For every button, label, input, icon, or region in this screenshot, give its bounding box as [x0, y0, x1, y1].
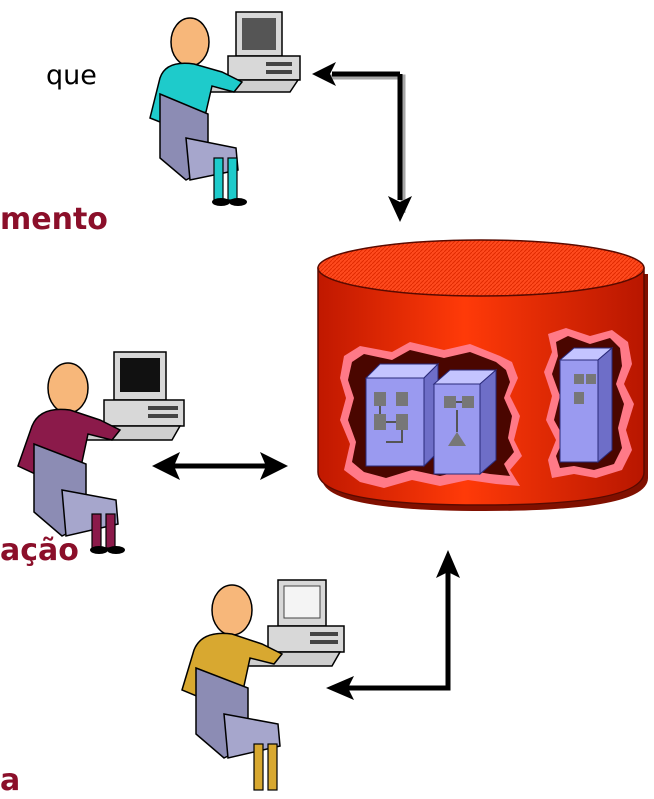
double-arrow-icon [152, 452, 288, 480]
heading-fragment-a: a [0, 763, 21, 798]
elbow-arrow-bottom-icon [326, 550, 460, 700]
user-at-computer-icon [17, 351, 185, 554]
text-fragment-que: que [46, 60, 97, 91]
user-at-computer-icon [149, 11, 301, 206]
elbow-arrow-icon [312, 62, 412, 222]
user-at-computer-icon [181, 579, 345, 791]
heading-fragment-mento: mento [0, 202, 108, 237]
server-towers-icon [364, 346, 614, 476]
heading-fragment-acao: ação [0, 533, 79, 568]
